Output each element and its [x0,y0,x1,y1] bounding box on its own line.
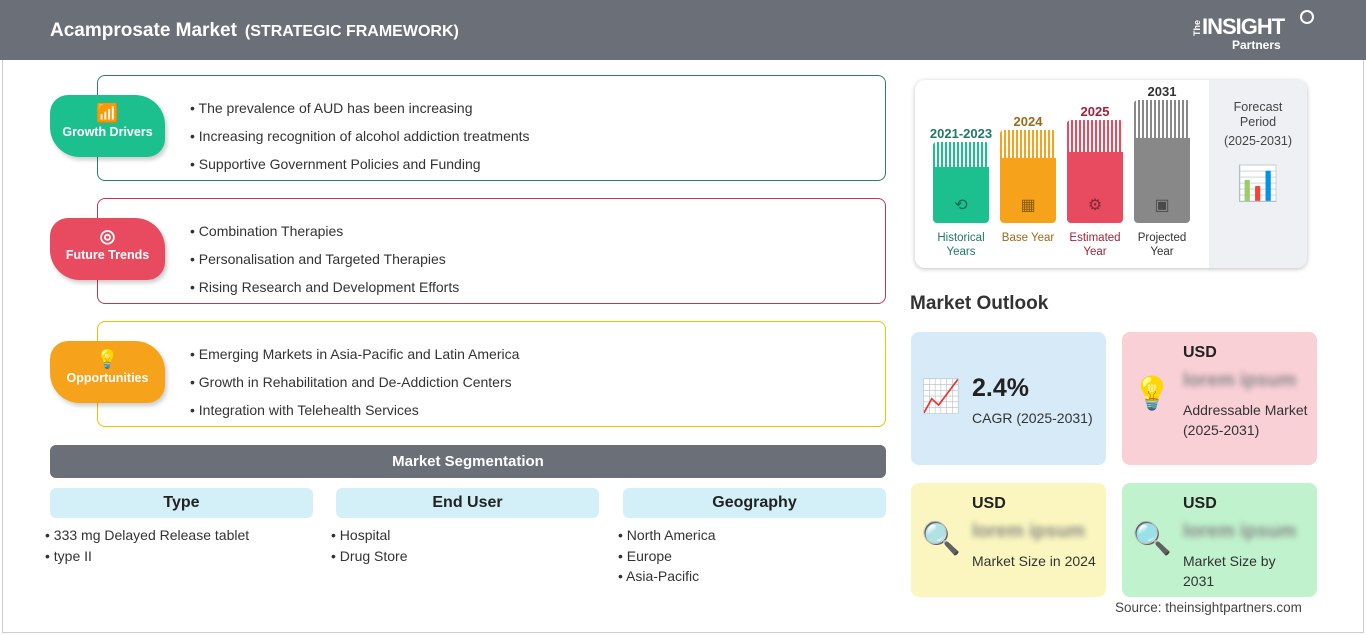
list-item: Hospital [331,525,599,546]
timeline-year: 2024 [1013,114,1043,129]
list-item: Emerging Markets in Asia-Pacific and Lat… [190,340,520,368]
content-frame [2,60,1364,633]
timeline-label: Base Year [1001,232,1055,244]
opportunities-tab: 💡Opportunities [50,341,165,403]
calendar-icon: ▦ [1020,197,1036,214]
list-item: Integration with Telehealth Services [190,396,519,424]
growth-chart-icon: 📈 [921,378,961,414]
list-item: Increasing recognition of alcohol addict… [190,122,530,150]
growth-drivers-tab: 📶Growth Drivers [50,95,165,157]
timeline-bar: ▦ [1000,130,1056,223]
list-item: North America [618,525,886,546]
column-header: End User [336,488,599,518]
list-item: Supportive Government Policies and Fundi… [190,150,530,178]
cagr-label: CAGR (2025-2031) [972,410,1093,426]
presentation-icon: ▣ [1154,197,1170,214]
growth-chart-icon: 📶 [96,103,119,123]
list-item: 333 mg Delayed Release tablet [45,525,313,546]
analytics-illustration-icon: 📊 [1236,165,1280,203]
future-trends-tab: ◎Future Trends [50,218,165,280]
growth-drivers-box: The prevalence of AUD has been increasin… [97,75,886,181]
future-trends-box: Combination TherapiesPersonalisation and… [97,198,886,304]
timeline-bar: ⟲ [933,142,989,223]
list-item: Personalisation and Targeted Therapies [190,245,459,273]
list-item: Rising Research and Development Efforts [190,273,459,301]
cagr-value: 2.4% [972,374,1029,402]
segment-end-user: End UserHospitalDrug Store [336,488,599,566]
column-header: Type [50,488,313,518]
segment-type: Type333 mg Delayed Release tablettype II [50,488,313,566]
segment-geography: GeographyNorth AmericaEuropeAsia-Pacific [623,488,886,587]
list-item: Asia-Pacific [618,566,886,587]
timeline-label: Historical Years [937,232,985,258]
target-icon: ◎ [99,226,116,246]
history-icon: ⟲ [954,197,968,214]
timeline-year: 2031 [1147,84,1177,99]
timeline-bar: ⚙ [1067,120,1123,223]
market-outlook-title: Market Outlook [910,293,1049,314]
list-item: Combination Therapies [190,217,459,245]
list-item: type II [45,546,313,567]
cagr-card: 📈 2.4% CAGR (2025-2031) [911,332,1106,465]
timeline-year: 2025 [1080,104,1110,119]
page-title: Acamprosate Market(STRATEGIC FRAMEWORK) [50,20,459,41]
header-bar: Acamprosate Market(STRATEGIC FRAMEWORK) … [0,0,1366,60]
magnifier-dollar-icon: 🔍 [1132,520,1172,556]
timeline-label: Estimated Year [1069,232,1121,258]
list-item: Drug Store [331,546,599,567]
column-header: Geography [623,488,886,518]
opportunities-box: Emerging Markets in Asia-Pacific and Lat… [97,321,886,427]
page-subtitle: (STRATEGIC FRAMEWORK) [244,23,459,40]
lightbulb-dollar-icon: 💡 [1132,375,1172,411]
timeline-label: Projected Year [1137,232,1187,258]
settings-chart-icon: ⚙ [1087,197,1103,214]
source-text: Source: theinsightpartners.com [1115,600,1302,615]
timeline-bar: ▣ [1134,100,1190,223]
magnifier-dollar-icon: 🔍 [921,520,961,556]
list-item: Growth in Rehabilitation and De-Addictio… [190,368,519,396]
list-item: Europe [618,546,886,567]
segmentation-header: Market Segmentation [50,445,886,478]
timeline-year: 2021-2023 [929,126,993,141]
list-item: The prevalence of AUD has been increasin… [190,94,530,122]
lightbulb-hand-icon: 💡 [96,349,119,369]
